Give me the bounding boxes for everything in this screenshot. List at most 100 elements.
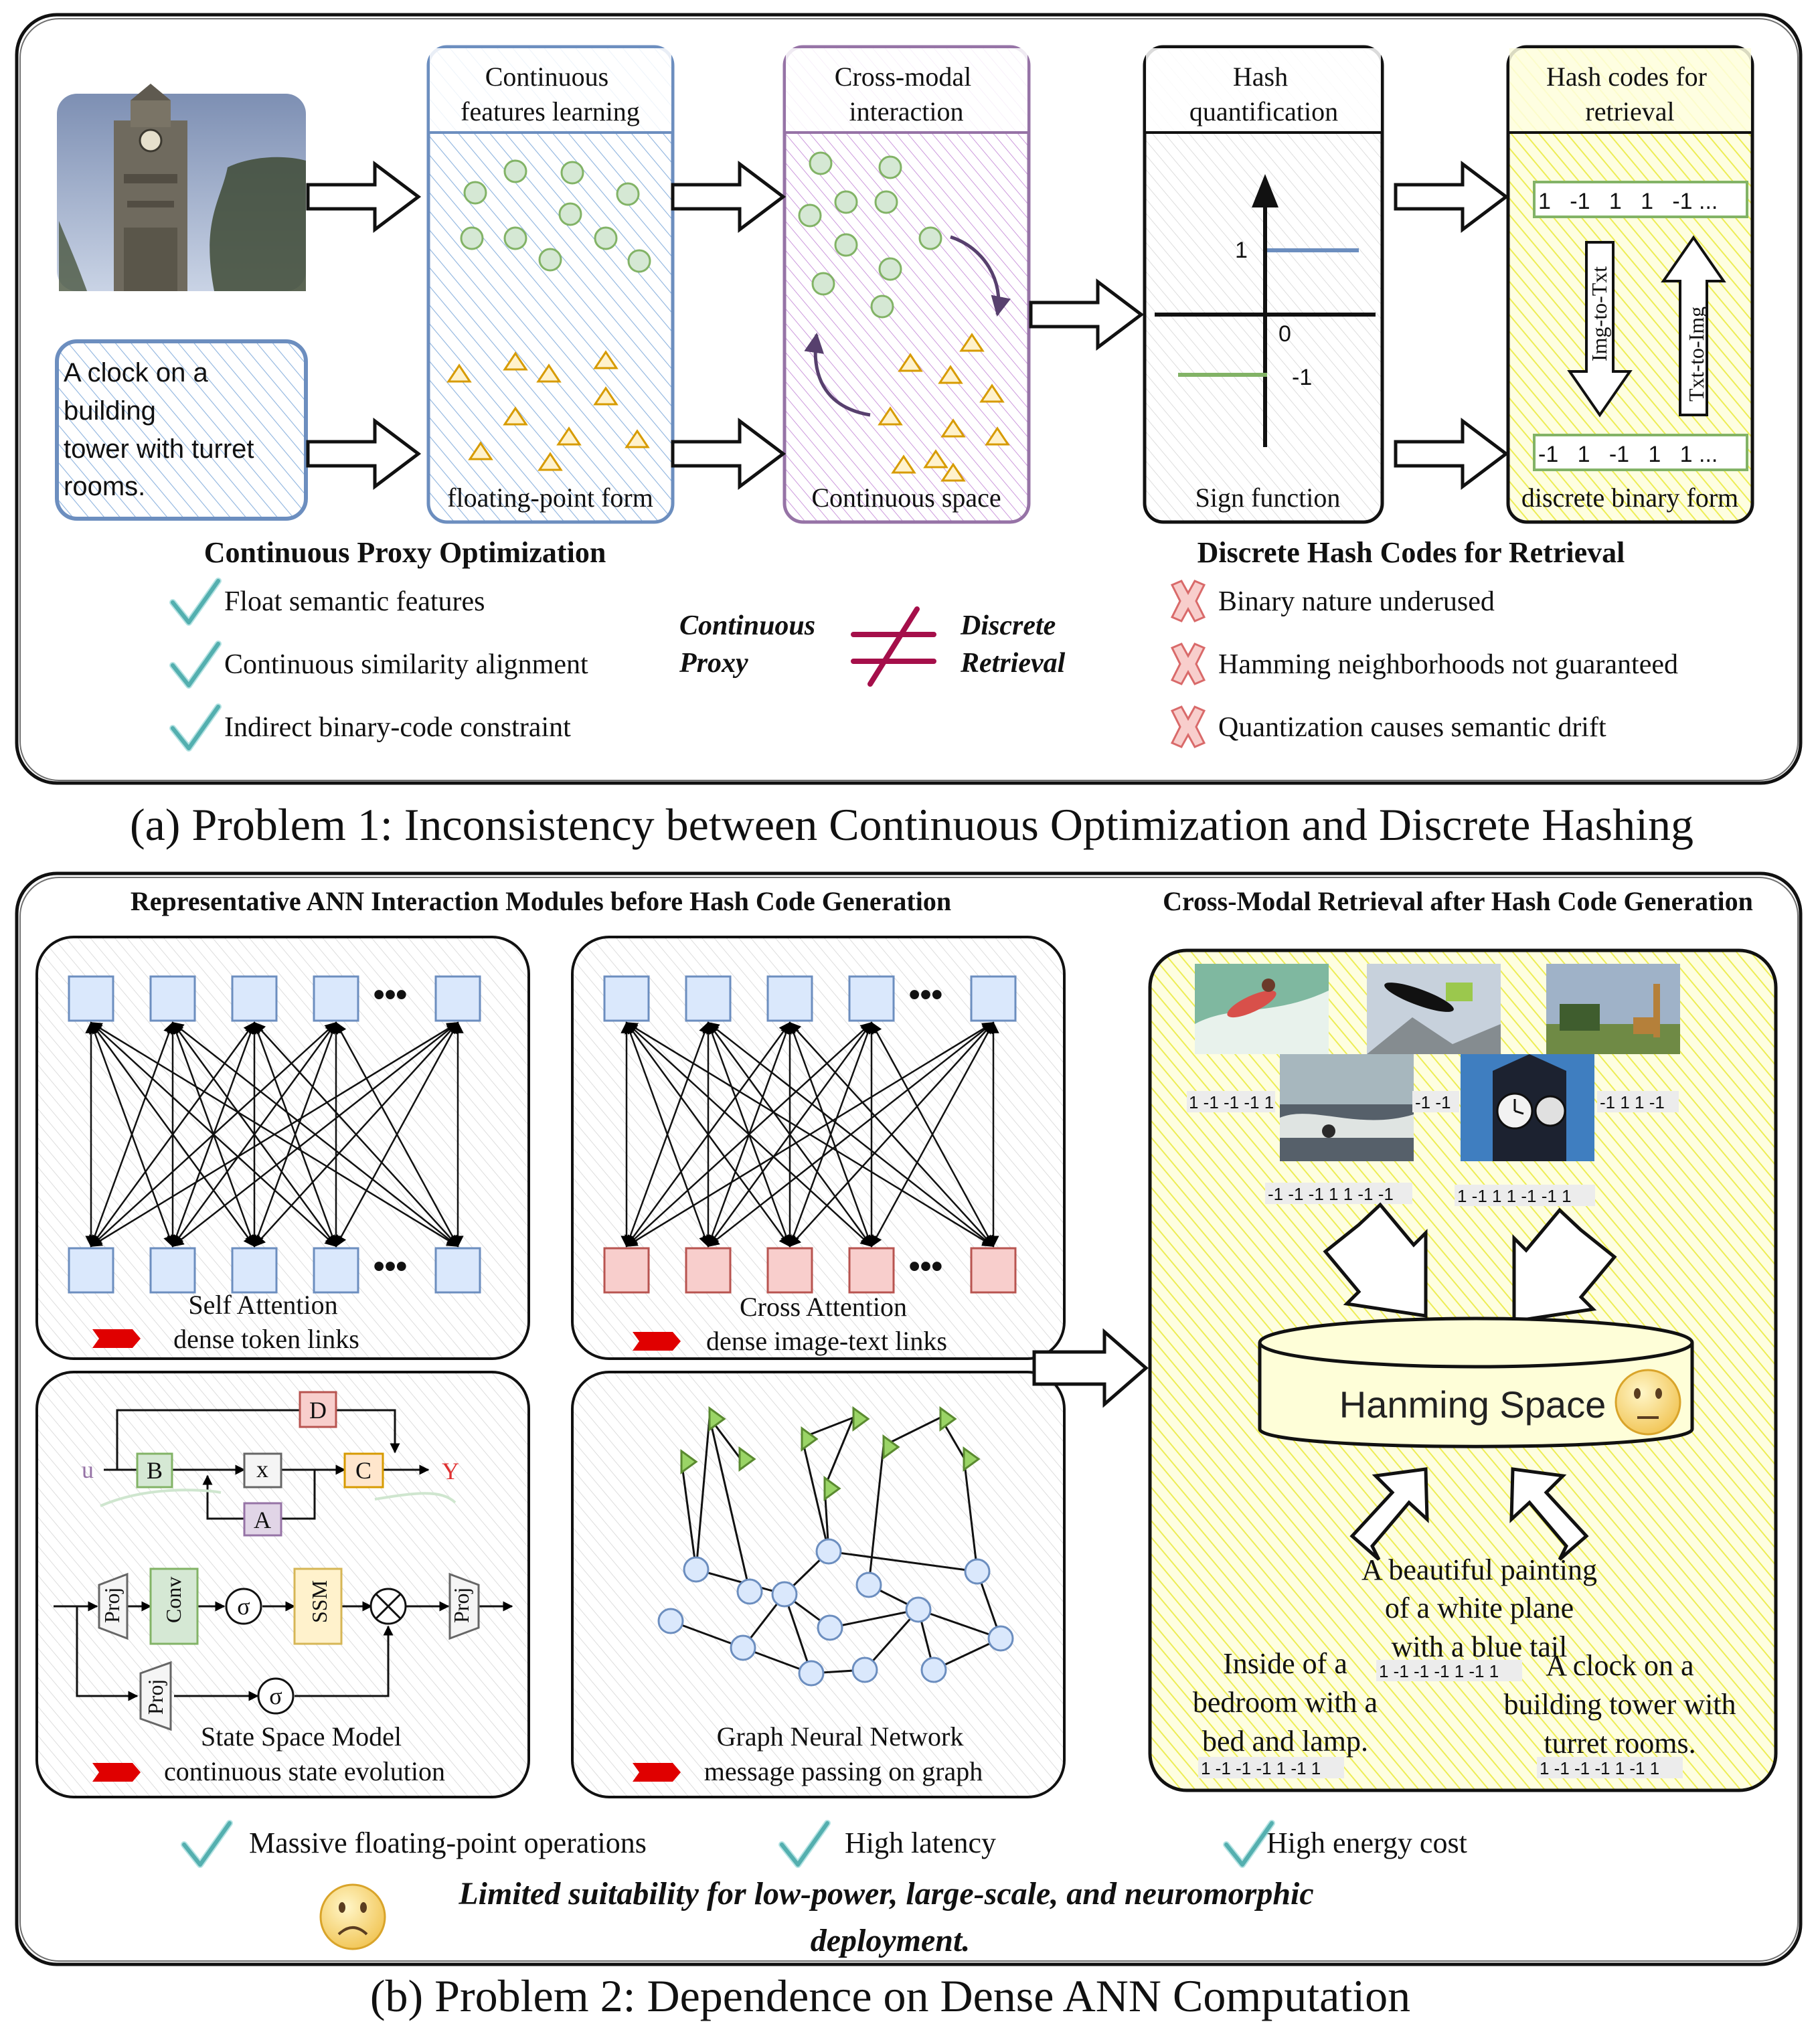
graph-edge <box>783 1594 813 1674</box>
column-cross-modal: Cross-modal interaction Continuous space <box>782 45 1031 524</box>
graph-message-node <box>801 1426 819 1452</box>
col1-title: features learning <box>461 96 640 126</box>
image-code: 1 -1 1 1 -1 -1 1 <box>1457 1186 1572 1206</box>
ssm-y: Y <box>442 1458 459 1484</box>
ssm-c: C <box>355 1457 371 1484</box>
graph-edge <box>963 1457 979 1572</box>
cross-attention-label: Cross Attention <box>740 1292 907 1322</box>
image-code: -1 -1 -1 1 1 -1 -1 <box>1268 1184 1394 1204</box>
svg-text:turret rooms.: turret rooms. <box>1544 1727 1695 1760</box>
col3-title: Hash <box>1233 62 1288 92</box>
query-3-text: A clock on a <box>1546 1649 1693 1682</box>
col4-title: Hash codes for <box>1546 62 1707 92</box>
graph-node <box>683 1556 710 1583</box>
column-hash-quantification: Hash quantification 1 0 -1 Sign function <box>1143 45 1384 524</box>
svg-text:of a white plane: of a white plane <box>1385 1592 1574 1624</box>
tower-photo <box>57 84 306 291</box>
graph-edge <box>801 1437 830 1552</box>
ssm-u: u <box>82 1456 94 1483</box>
ssm-d: D <box>309 1397 327 1424</box>
input-text-box: A clock on a building tower with turret … <box>55 339 308 521</box>
retrieval-panel: 1 -1 -1 -1 1 -1 -1 -1 1 1 -1 -1 -1 -1 1 … <box>1148 948 1778 1792</box>
ssm-caption-sub: continuous state evolution <box>164 1756 445 1786</box>
self-attention-label: Self Attention <box>188 1290 337 1320</box>
graph-edge <box>863 1609 920 1671</box>
left-bullet-2: Continuous similarity alignment <box>224 649 588 680</box>
txt-to-img-arrow <box>1661 235 1726 416</box>
graph-node <box>987 1625 1014 1652</box>
surfer-photo <box>1195 964 1329 1054</box>
graph-node <box>817 1614 843 1641</box>
hamming-space-label: Hanming Space <box>1339 1383 1606 1426</box>
graph-message-node <box>680 1449 698 1474</box>
query-code: 1 -1 -1 -1 1 -1 1 <box>1379 1661 1499 1681</box>
graph-node <box>736 1578 763 1605</box>
graph-message-node <box>823 1476 841 1501</box>
ann-modules-heading: Representative ANN Interaction Modules b… <box>131 886 951 916</box>
svg-text:Hash quantification: Hash quantification <box>1189 62 1338 126</box>
hash-code-top-box <box>1533 181 1748 218</box>
svg-text:Continuous features lear: Continuous features learning <box>461 62 640 126</box>
svg-text:•••: ••• <box>909 1249 942 1284</box>
graph-node <box>851 1657 878 1683</box>
graph-edge <box>823 1417 855 1488</box>
svg-text:Retrieval: Retrieval <box>960 648 1066 679</box>
svg-text:•••: ••• <box>374 1249 407 1284</box>
sad-face-icon <box>319 1883 386 1950</box>
graph-message-node <box>963 1446 981 1472</box>
graph-node <box>905 1596 932 1623</box>
cross-icon <box>1170 643 1206 685</box>
drawback-3: High energy cost <box>1266 1827 1467 1859</box>
hash-code-bottom: -1 1 -1 1 1 ... <box>1538 442 1718 467</box>
input-text-line: building <box>64 396 156 426</box>
drawback-1: Massive floating-point operations <box>249 1827 647 1859</box>
flow-arrows-a <box>306 160 1509 491</box>
query-code: 1 -1 -1 -1 1 -1 1 <box>1540 1758 1659 1778</box>
attention-link <box>335 1021 459 1248</box>
right-bullet-1: Binary nature underused <box>1218 586 1495 617</box>
continuous-proxy-label: Continuous <box>679 610 815 641</box>
svg-text:•••: ••• <box>909 977 942 1013</box>
svg-text:•••: ••• <box>374 977 407 1013</box>
query-1-text: A beautiful painting <box>1361 1553 1597 1586</box>
graph-node <box>815 1538 842 1565</box>
graph-edge <box>867 1445 885 1586</box>
img-to-txt-arrow <box>1567 241 1633 418</box>
input-text-line: rooms. <box>64 472 145 501</box>
left-bullets: Float semantic features Continuous simil… <box>224 586 588 743</box>
self-attention-module: ••• ••• Self Attention dense token links <box>68 975 481 1354</box>
sign-neg-value: -1 <box>1292 365 1312 390</box>
to-retrieval-arrow <box>1032 1328 1149 1408</box>
svg-text:Hash codes for retrieval: Hash codes for retrieval <box>1546 62 1714 126</box>
cross-attention-module: ••• ••• Cross Attention dense image-text… <box>603 975 1017 1356</box>
image-code: -1 1 1 -1 <box>1600 1092 1665 1112</box>
img-to-txt-label: Img-to-Txt <box>1587 266 1611 361</box>
cross-icon <box>1170 580 1206 622</box>
caption-b: (b) Problem 2: Dependence on Dense ANN C… <box>370 1970 1410 2021</box>
right-bullet-3: Quantization causes semantic drift <box>1218 712 1606 743</box>
col2-title: Cross-modal <box>835 62 971 92</box>
flag-icon <box>633 1763 681 1782</box>
ssm-caption: State Space Model <box>201 1721 402 1752</box>
giraffe-photo <box>1546 964 1680 1054</box>
beach-photo <box>1280 1054 1414 1161</box>
svg-text:bed and lamp.: bed and lamp. <box>1202 1725 1368 1758</box>
attention-link <box>870 1021 995 1248</box>
drawbacks: Massive floating-point operations High l… <box>249 1827 1467 1859</box>
graph-neural-network-module: Graph Neural Network message passing on … <box>633 1406 1014 1786</box>
state-space-model-module: u B x C Y D A Proj Conv σ SSM <box>54 1391 513 1786</box>
svg-text:Cross-modal interaction: Cross-modal interaction <box>835 62 978 126</box>
ssm-x: x <box>256 1456 268 1482</box>
conclusion-line: Limited suitability for low-power, large… <box>458 1876 1313 1912</box>
graph-node <box>657 1608 684 1634</box>
left-bullet-1: Float semantic features <box>224 586 485 617</box>
panel-b-frame <box>15 871 1803 1966</box>
svg-text:Cross Attention dense im: Cross Attention dense image-text links <box>706 1292 947 1356</box>
feature-circles <box>460 159 651 273</box>
graph-edge <box>828 1550 978 1573</box>
col2-title: interaction <box>849 96 963 126</box>
svg-text:Proxy: Proxy <box>679 648 748 679</box>
col3-footer: Sign function <box>1195 483 1341 513</box>
image-code: -1 -1 <box>1415 1092 1451 1112</box>
module-panels <box>35 936 1066 1798</box>
